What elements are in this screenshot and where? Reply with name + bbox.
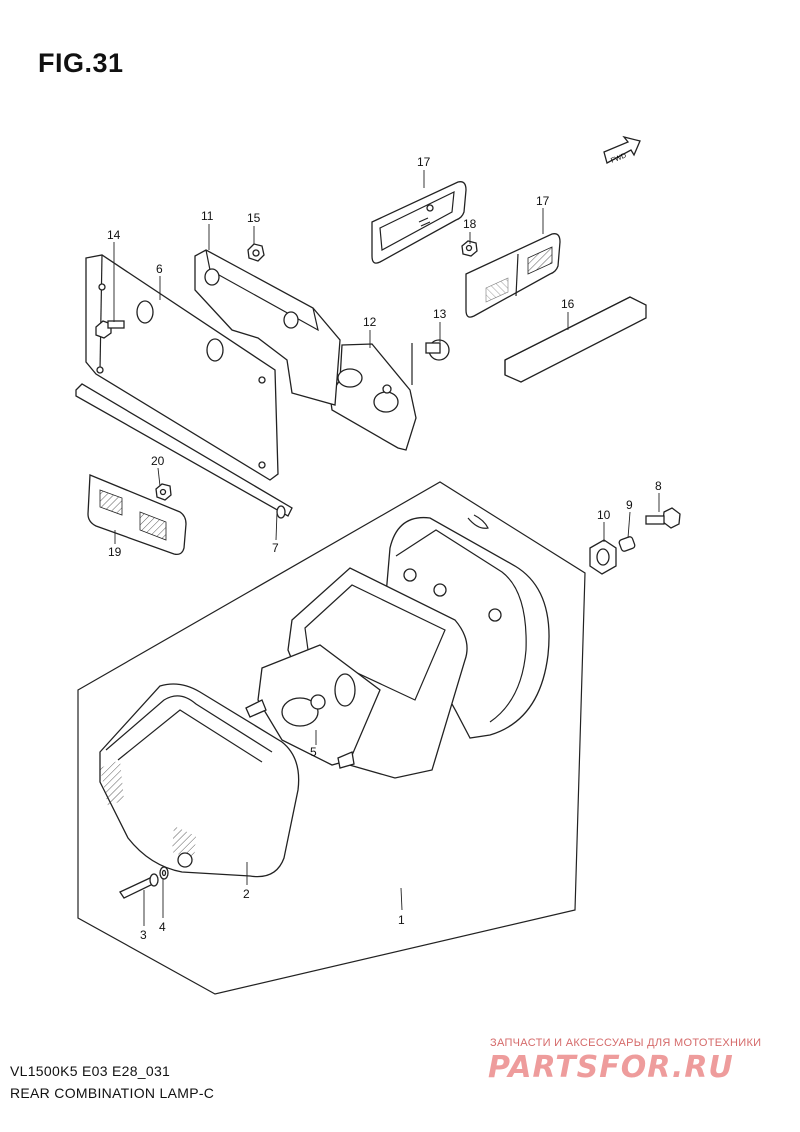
screw-14 xyxy=(95,320,125,339)
watermark-caption: ЗАПЧАСТИ И АКСЕССУАРЫ ДЛЯ МОТОТЕХНИКИ xyxy=(490,1037,762,1049)
model-code: VL1500K5 E03 E28_031 xyxy=(10,1063,171,1079)
callout-15: 15 xyxy=(247,211,261,225)
lamp-lens xyxy=(99,683,300,878)
diagram-caption: REAR COMBINATION LAMP-C xyxy=(10,1085,215,1101)
callout-8: 8 xyxy=(655,479,662,493)
washer-4 xyxy=(159,866,169,880)
callout-19: 19 xyxy=(108,545,122,559)
callout-11: 11 xyxy=(201,209,214,223)
callout-17-lower: 17 xyxy=(536,194,550,208)
watermark-logo: PARTSFOR.RU xyxy=(488,1050,734,1085)
callout-18: 18 xyxy=(463,217,477,231)
callout-12: 12 xyxy=(363,315,377,329)
reflector-17-upper xyxy=(371,181,467,264)
bulb-socket xyxy=(245,644,381,769)
bolt-8 xyxy=(645,507,681,529)
assembly-box-1 xyxy=(77,481,586,995)
callout-14: 14 xyxy=(107,228,121,242)
callout-3: 3 xyxy=(140,928,147,942)
callout-13: 13 xyxy=(433,307,447,321)
callout-1: 1 xyxy=(398,913,405,927)
callout-5: 5 xyxy=(310,745,317,759)
nut-10 xyxy=(589,539,617,575)
callout-9: 9 xyxy=(626,498,633,512)
callout-17-upper: 17 xyxy=(417,155,431,169)
leader-lines xyxy=(113,170,660,926)
callout-4: 4 xyxy=(159,920,166,934)
figure-title: FIG.31 xyxy=(38,48,124,78)
tape-strip-16 xyxy=(504,296,647,383)
nut-20 xyxy=(155,483,172,501)
callout-20: 20 xyxy=(151,454,165,468)
callout-7: 7 xyxy=(272,541,279,555)
callout-10: 10 xyxy=(597,508,611,522)
nut-15 xyxy=(247,243,265,262)
nut-18 xyxy=(461,240,478,257)
callout-labels: 1 2 3 4 5 6 7 8 9 10 11 12 13 14 15 16 1… xyxy=(107,155,662,942)
fwd-arrow-icon: FWD xyxy=(603,135,641,165)
bracket-11 xyxy=(194,249,341,406)
screw-3 xyxy=(119,873,159,899)
callout-6: 6 xyxy=(156,262,163,276)
bolt-13 xyxy=(411,339,450,385)
reflector-17-lower xyxy=(465,233,561,318)
callout-16: 16 xyxy=(561,297,575,311)
bracket-12 xyxy=(329,343,417,451)
callout-2: 2 xyxy=(243,887,250,901)
license-plate-bracket-6 xyxy=(85,254,279,481)
reflector-19 xyxy=(87,474,187,556)
trim-strip-7 xyxy=(75,383,293,519)
collar-9 xyxy=(618,536,636,552)
